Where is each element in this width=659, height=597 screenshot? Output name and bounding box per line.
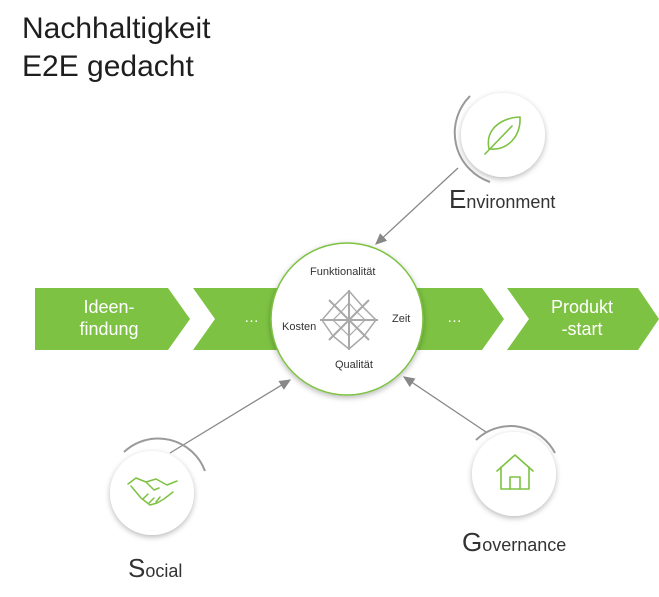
arrow-environment — [375, 167, 459, 245]
governance-label: Governance — [462, 527, 566, 558]
social-arc — [123, 437, 206, 472]
governance-initial: G — [462, 527, 483, 557]
arrow-social — [169, 379, 292, 454]
title-line-1: Nachhaltigkeit — [22, 12, 211, 45]
environment-rest: nvironment — [466, 192, 556, 212]
social-label: Social — [128, 553, 182, 584]
radar-label-funktionalitaet: Funktionalität — [310, 266, 376, 278]
social-rest: ocial — [145, 561, 183, 581]
leaf-icon — [484, 116, 521, 155]
radar-label-kosten: Kosten — [282, 321, 317, 333]
page-title: Nachhaltigkeit E2E gedacht — [22, 10, 210, 86]
environment-initial: E — [449, 184, 467, 214]
process-dots-left: … — [244, 309, 259, 326]
environment-label: Environment — [449, 184, 555, 215]
handshake-icon — [127, 477, 178, 506]
radar-label-qualitaet: Qualität — [335, 359, 373, 371]
title-line-2: E2E gedacht — [22, 50, 194, 83]
produktstart-line-2: -start — [561, 319, 603, 339]
governance-rest: overnance — [482, 535, 567, 555]
environment-arc — [453, 95, 491, 183]
process-step-ideenfindung — [35, 288, 190, 350]
process-dots-right: … — [447, 309, 462, 326]
social-circle — [110, 451, 194, 535]
ideenfindung-line-2: findung — [79, 319, 139, 339]
governance-arc — [475, 425, 556, 454]
social-initial: S — [128, 553, 146, 583]
arrow-governance — [402, 376, 487, 433]
process-step-ideenfindung-label: Ideen- findung — [50, 296, 168, 340]
radar-label-zeit: Zeit — [392, 313, 411, 325]
governance-circle — [472, 432, 556, 516]
process-step-produktstart — [507, 288, 659, 350]
produktstart-line-1: Produkt — [550, 297, 614, 317]
radar-chart — [320, 289, 378, 350]
house-icon — [496, 454, 534, 490]
ideenfindung-line-1: Ideen- — [83, 297, 135, 317]
process-step-produktstart-label: Produkt -start — [528, 296, 636, 340]
